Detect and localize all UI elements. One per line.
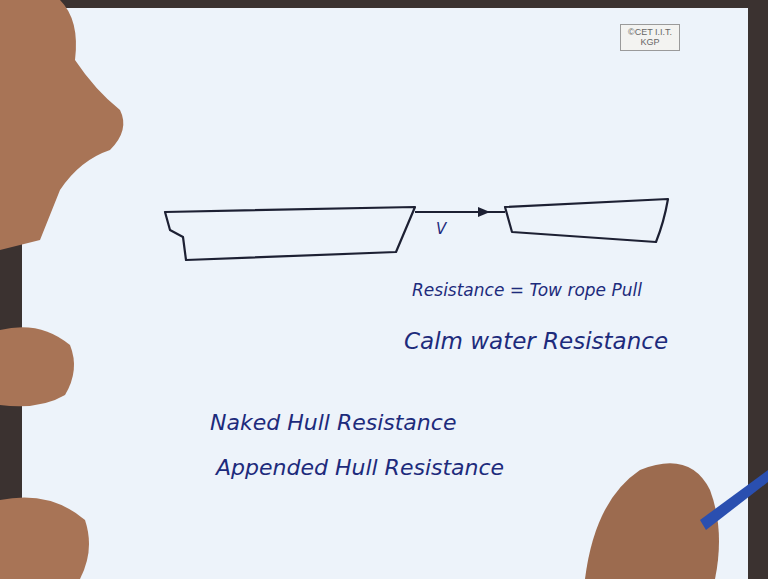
hand	[585, 463, 719, 579]
stamp-text: ©CET I.I.T. KGP	[625, 27, 675, 48]
handwritten-note: Appended Hull Resistance	[216, 455, 504, 480]
arrow-head	[478, 207, 490, 217]
tow-rope	[415, 211, 505, 213]
handwritten-note: Naked Hull Resistance	[210, 410, 456, 435]
ship-hull	[505, 199, 668, 242]
hand	[0, 0, 123, 250]
ship-hull	[165, 207, 415, 260]
paper-sheet	[22, 8, 748, 579]
finger	[0, 327, 74, 406]
copyright-stamp: ©CET I.I.T. KGP	[620, 24, 680, 51]
handwritten-note: Calm water Resistance	[404, 328, 668, 354]
velocity-label: V	[436, 220, 446, 238]
handwritten-note: Resistance = Tow rope Pull	[412, 280, 642, 300]
pen	[700, 470, 768, 530]
finger	[0, 498, 89, 579]
